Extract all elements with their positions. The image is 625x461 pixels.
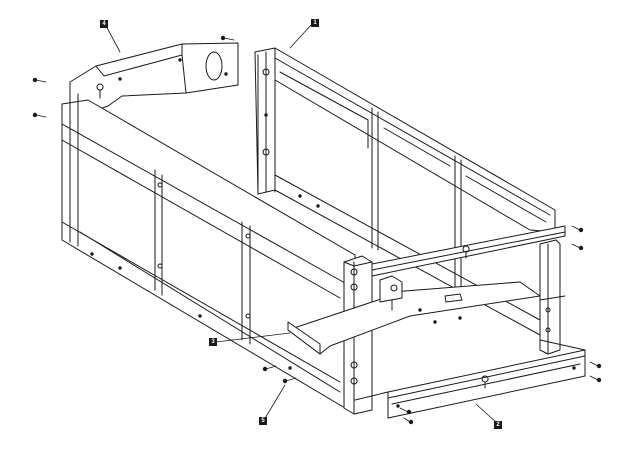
screw bbox=[589, 375, 602, 383]
upper-crossbar bbox=[371, 225, 566, 277]
leader-lines bbox=[104, 23, 499, 425]
screw bbox=[32, 112, 47, 118]
callout-label: 1 bbox=[313, 20, 317, 26]
front-bottom-bar bbox=[387, 349, 586, 419]
screw bbox=[589, 361, 602, 369]
screw bbox=[403, 417, 414, 425]
callout-label: 5 bbox=[261, 418, 265, 424]
callout-4: 4 bbox=[100, 20, 108, 28]
screw bbox=[220, 35, 235, 41]
shelf-tray bbox=[287, 275, 541, 355]
screw bbox=[262, 365, 277, 372]
screw bbox=[571, 243, 584, 251]
screw bbox=[571, 225, 584, 233]
callout-2: 2 bbox=[494, 421, 502, 429]
screw bbox=[32, 77, 47, 83]
callout-1: 1 bbox=[311, 19, 319, 27]
callout-3: 3 bbox=[209, 338, 217, 346]
screws bbox=[32, 35, 602, 425]
callout-5: 5 bbox=[259, 417, 267, 425]
callout-label: 3 bbox=[211, 339, 215, 345]
screw bbox=[282, 377, 297, 384]
callout-label: 4 bbox=[102, 21, 106, 27]
callout-label: 2 bbox=[496, 422, 500, 428]
front-side-frame bbox=[61, 93, 356, 409]
screw bbox=[399, 407, 412, 415]
